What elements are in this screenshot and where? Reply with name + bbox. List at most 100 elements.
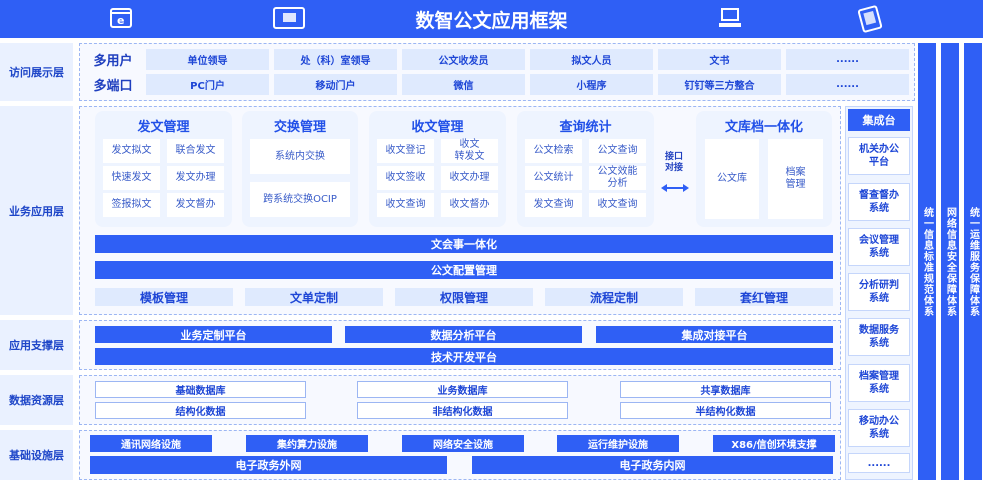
chaxun-cell-text: 公文检索 [533,145,574,156]
support-item: 数据分析平台 [345,326,582,343]
tool-item-text: 套红管理 [739,290,788,305]
access-row1-item: 单位领导 [146,49,269,70]
tablet-hand-icon [273,7,305,29]
layer-label-data: 数据资源层 [0,375,73,425]
interface-text: 接口 对接 [664,152,683,173]
fawen-cell: 发文拟文 [103,139,160,163]
infra-item-text: 集约算力设施 [277,440,337,451]
fawen-cell-text: 快速发文 [111,172,152,183]
shouwen-cell-text: 收文签收 [385,172,426,183]
integration-item-text: 机关办公 平台 [859,144,899,168]
access-row2-item-text: 小程序 [576,81,607,92]
layer-label-text: 应用支撑层 [9,339,64,352]
integration-item: 移动办公 系统 [848,409,910,447]
infra-item: X86/信创环境支撑 [713,435,835,452]
business-bar-1: 文会事一体化 [95,235,833,253]
cell-text: 跨系统交换OCIP [263,193,337,205]
tool-item-text: 文单定制 [289,290,338,305]
business-bar-2: 公文配置管理 [95,261,833,279]
access-row1-item: ...... [786,49,909,70]
fawen-cell-text: 发文办理 [175,172,216,183]
data-item-text: 半结构化数据 [695,407,756,418]
infra-item-text: 通讯网络设施 [121,440,181,451]
access-row2-item: 小程序 [530,74,653,95]
tool-item-text: 流程定制 [589,290,638,305]
layer-label-infra: 基础设施层 [0,430,73,480]
data-item-text: 结构化数据 [175,407,226,418]
title-text: 发文管理 [137,119,190,135]
bar-text: 文会事一体化 [431,238,497,251]
wenku-cell-2: 档案 管理 [768,139,823,219]
integration-item-text: 档案管理 系统 [859,371,899,395]
chaxun-cell-text: 公文统计 [533,172,574,183]
chaxun-cell: 收文查询 [589,193,646,217]
access-row1-item-text: 处（科）室领导 [300,56,371,67]
shouwen-cell-text: 收文查询 [385,199,426,210]
chaxun-cell-text: 公文效能 分析 [597,166,638,189]
shouwen-cell: 收文登记 [377,139,434,163]
data-item-text: 共享数据库 [700,386,751,397]
cell-text: 公文库 [717,173,747,184]
access-row1-item-text: 文书 [709,56,730,67]
cell-text: 档案 管理 [785,167,806,190]
chaxun-title: 查询统计 [517,116,654,135]
system-bar-text: 统一运维服务保障体系 [967,206,979,317]
integration-item-text: 督查督办 系统 [859,190,899,214]
title-text: 文库档一体化 [724,119,803,135]
access-row2-item: PC门户 [146,74,269,95]
support-item: 集成对接平台 [596,326,833,343]
infra-item: 集约算力设施 [246,435,368,452]
support-item-text: 业务定制平台 [180,328,247,342]
data-item-text: 基础数据库 [175,386,226,397]
access-row1-item-text: 单位领导 [187,56,228,67]
infra-item-text: 网络安全设施 [433,440,493,451]
integration-item: 分析研判 系统 [848,273,910,311]
shouwen-cell: 收文 转发文 [441,139,498,163]
computer-icon [719,8,741,28]
integration-item: 数据服务 系统 [848,318,910,356]
access-row2-item: 钉钉等三方整合 [658,74,781,95]
integration-item: ...... [848,453,910,473]
fawen-cell-text: 发文拟文 [111,145,152,156]
access-row1-item-text: 公文收发员 [438,56,489,67]
fawen-cell-text: 联合发文 [175,145,216,156]
title-text: 查询统计 [559,119,612,135]
title-text: 收文管理 [411,119,464,135]
shouwen-cell-text: 收文办理 [449,172,490,183]
access-row2-item: ...... [786,74,909,95]
integration-item-text: ...... [867,457,891,469]
access-row2-item-text: 移动门户 [315,81,356,92]
fawen-cell: 签报拟文 [103,193,160,217]
header-bar: 数智公文应用框架 [0,0,983,38]
integration-item-text: 移动办公 系统 [859,416,899,440]
chaxun-cell: 发文查询 [525,193,582,217]
access-row1-label: 多用户 [86,49,140,69]
bar-text: 技术开发平台 [431,350,497,364]
jiaohuan-cell-2: 跨系统交换OCIP [250,182,350,217]
fawen-cell: 发文督办 [167,193,224,217]
data-item-text: 业务数据库 [437,386,488,397]
data-item: 基础数据库 [95,381,306,398]
integration-item-text: 数据服务 系统 [859,325,899,349]
integration-item: 督查督办 系统 [848,183,910,221]
data-item: 非结构化数据 [357,402,568,419]
integration-item: 档案管理 系统 [848,364,910,402]
system-bar: 网络信息安全保障体系 [941,43,959,480]
layer-label-text: 访问展示层 [9,66,64,79]
title-text: 交换管理 [273,119,326,135]
support-item: 业务定制平台 [95,326,332,343]
shouwen-cell: 收文签收 [377,166,434,190]
integration-title: 集成台 [848,109,910,131]
shouwen-cell: 收文督办 [441,193,498,217]
access-row1-item-text: 拟文人员 [571,56,612,67]
jiaohuan-cell-1: 系统内交换 [250,139,350,174]
chaxun-cell-text: 公文查询 [597,145,638,156]
integration-item-text: 会议管理 系统 [859,235,899,259]
shouwen-cell: 收文办理 [441,166,498,190]
tool-item: 模板管理 [95,288,233,306]
fawen-cell: 联合发文 [167,139,224,163]
layer-label-business: 业务应用层 [0,106,73,315]
fawen-cell: 快速发文 [103,166,160,190]
infra-network-text: 电子政务外网 [235,459,302,472]
label-text: 多用户 [93,53,133,69]
